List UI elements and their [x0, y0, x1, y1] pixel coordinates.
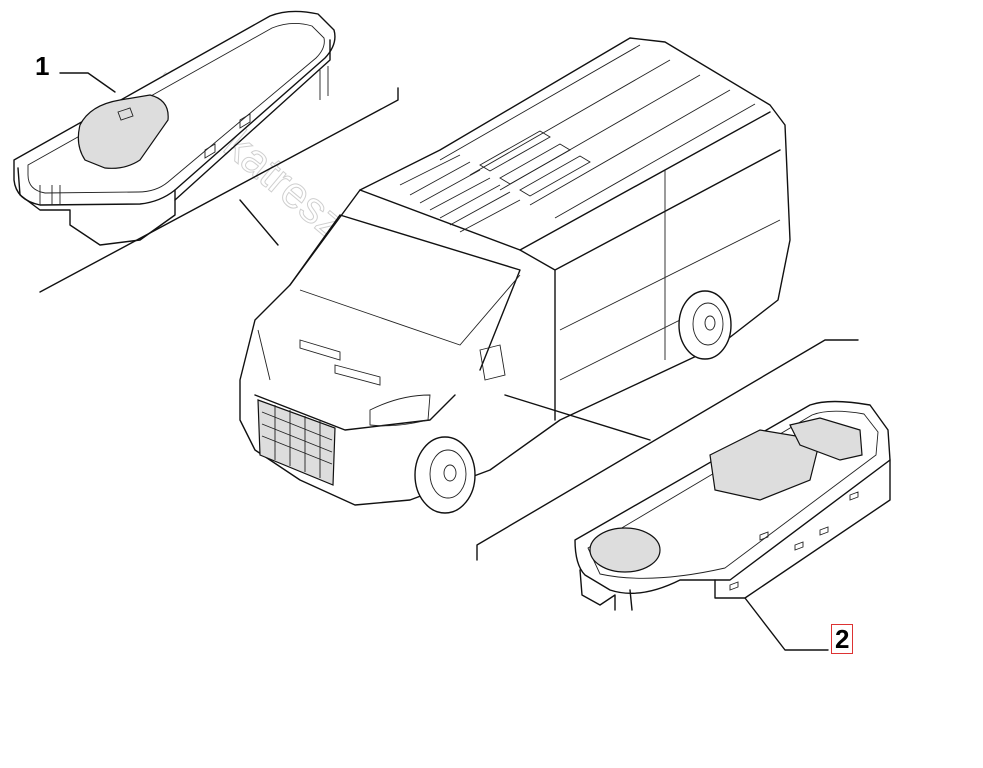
- callout-label-1[interactable]: 1: [35, 51, 50, 81]
- callout-label-2[interactable]: 2: [831, 624, 854, 654]
- van-illustration: [239, 37, 791, 514]
- front-wheel: [414, 436, 476, 514]
- leader-line-2: [476, 339, 859, 651]
- rear-wheel: [678, 290, 732, 360]
- leader-line-1: [39, 72, 399, 293]
- part-2-window-switch[interactable]: [574, 400, 891, 611]
- part-1-window-switch[interactable]: [13, 10, 336, 246]
